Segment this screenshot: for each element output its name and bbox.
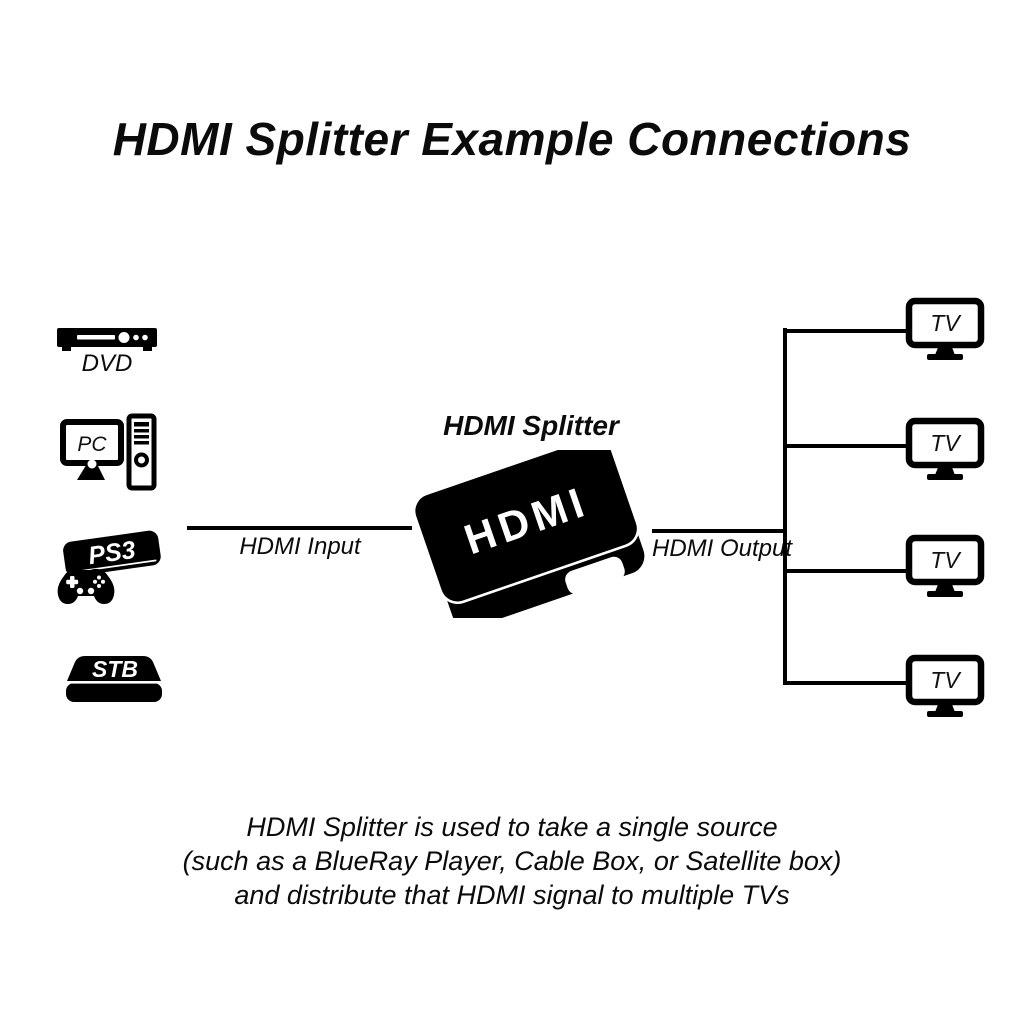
stb-icon: STB [66, 656, 162, 702]
output-cable-line [652, 529, 787, 533]
hdmi-port [565, 556, 625, 595]
gamepad-icon [57, 568, 115, 604]
tv-icon-3: TV [905, 534, 985, 597]
ps3-console-icon: PS3 [63, 530, 161, 577]
splitter-label: HDMI Splitter [443, 410, 619, 441]
tv-icon-1: TV [905, 297, 985, 360]
dvd-player-icon [57, 328, 157, 351]
ps3-console-text: PS3 [87, 536, 138, 570]
dvd-label: DVD [81, 350, 133, 377]
hdmi-splitter-icon: HDMI [412, 450, 645, 618]
hdmi-output-label: HDMI Output [652, 535, 793, 562]
stb-text: STB [92, 656, 138, 682]
tv-text-4: TV [930, 667, 962, 693]
caption-line-2: (such as a BlueRay Player, Cable Box, or… [182, 846, 842, 876]
branch-line-3 [785, 569, 908, 573]
caption-line-3: and distribute that HDMI signal to multi… [234, 880, 790, 910]
pc-screen-text: PC [77, 433, 107, 456]
page-title: HDMI Splitter Example Connections [112, 113, 912, 165]
branch-line-4 [785, 681, 908, 685]
branch-line-1 [785, 329, 908, 333]
caption: HDMI Splitter is used to take a single s… [0, 810, 1024, 912]
output-bus-line [783, 328, 787, 685]
ps3-icon: PS3 [57, 530, 161, 604]
hdmi-input-label: HDMI Input [239, 533, 361, 560]
tv-icon-4: TV [905, 654, 985, 717]
caption-line-1: HDMI Splitter is used to take a single s… [246, 812, 778, 842]
input-cable-line [187, 526, 412, 530]
branch-line-2 [785, 444, 908, 448]
tv-text-3: TV [930, 547, 962, 573]
pc-icon: PC [60, 413, 157, 491]
tv-icon-2: TV [905, 417, 985, 480]
tv-text-2: TV [930, 430, 962, 456]
tv-text-1: TV [930, 310, 962, 336]
